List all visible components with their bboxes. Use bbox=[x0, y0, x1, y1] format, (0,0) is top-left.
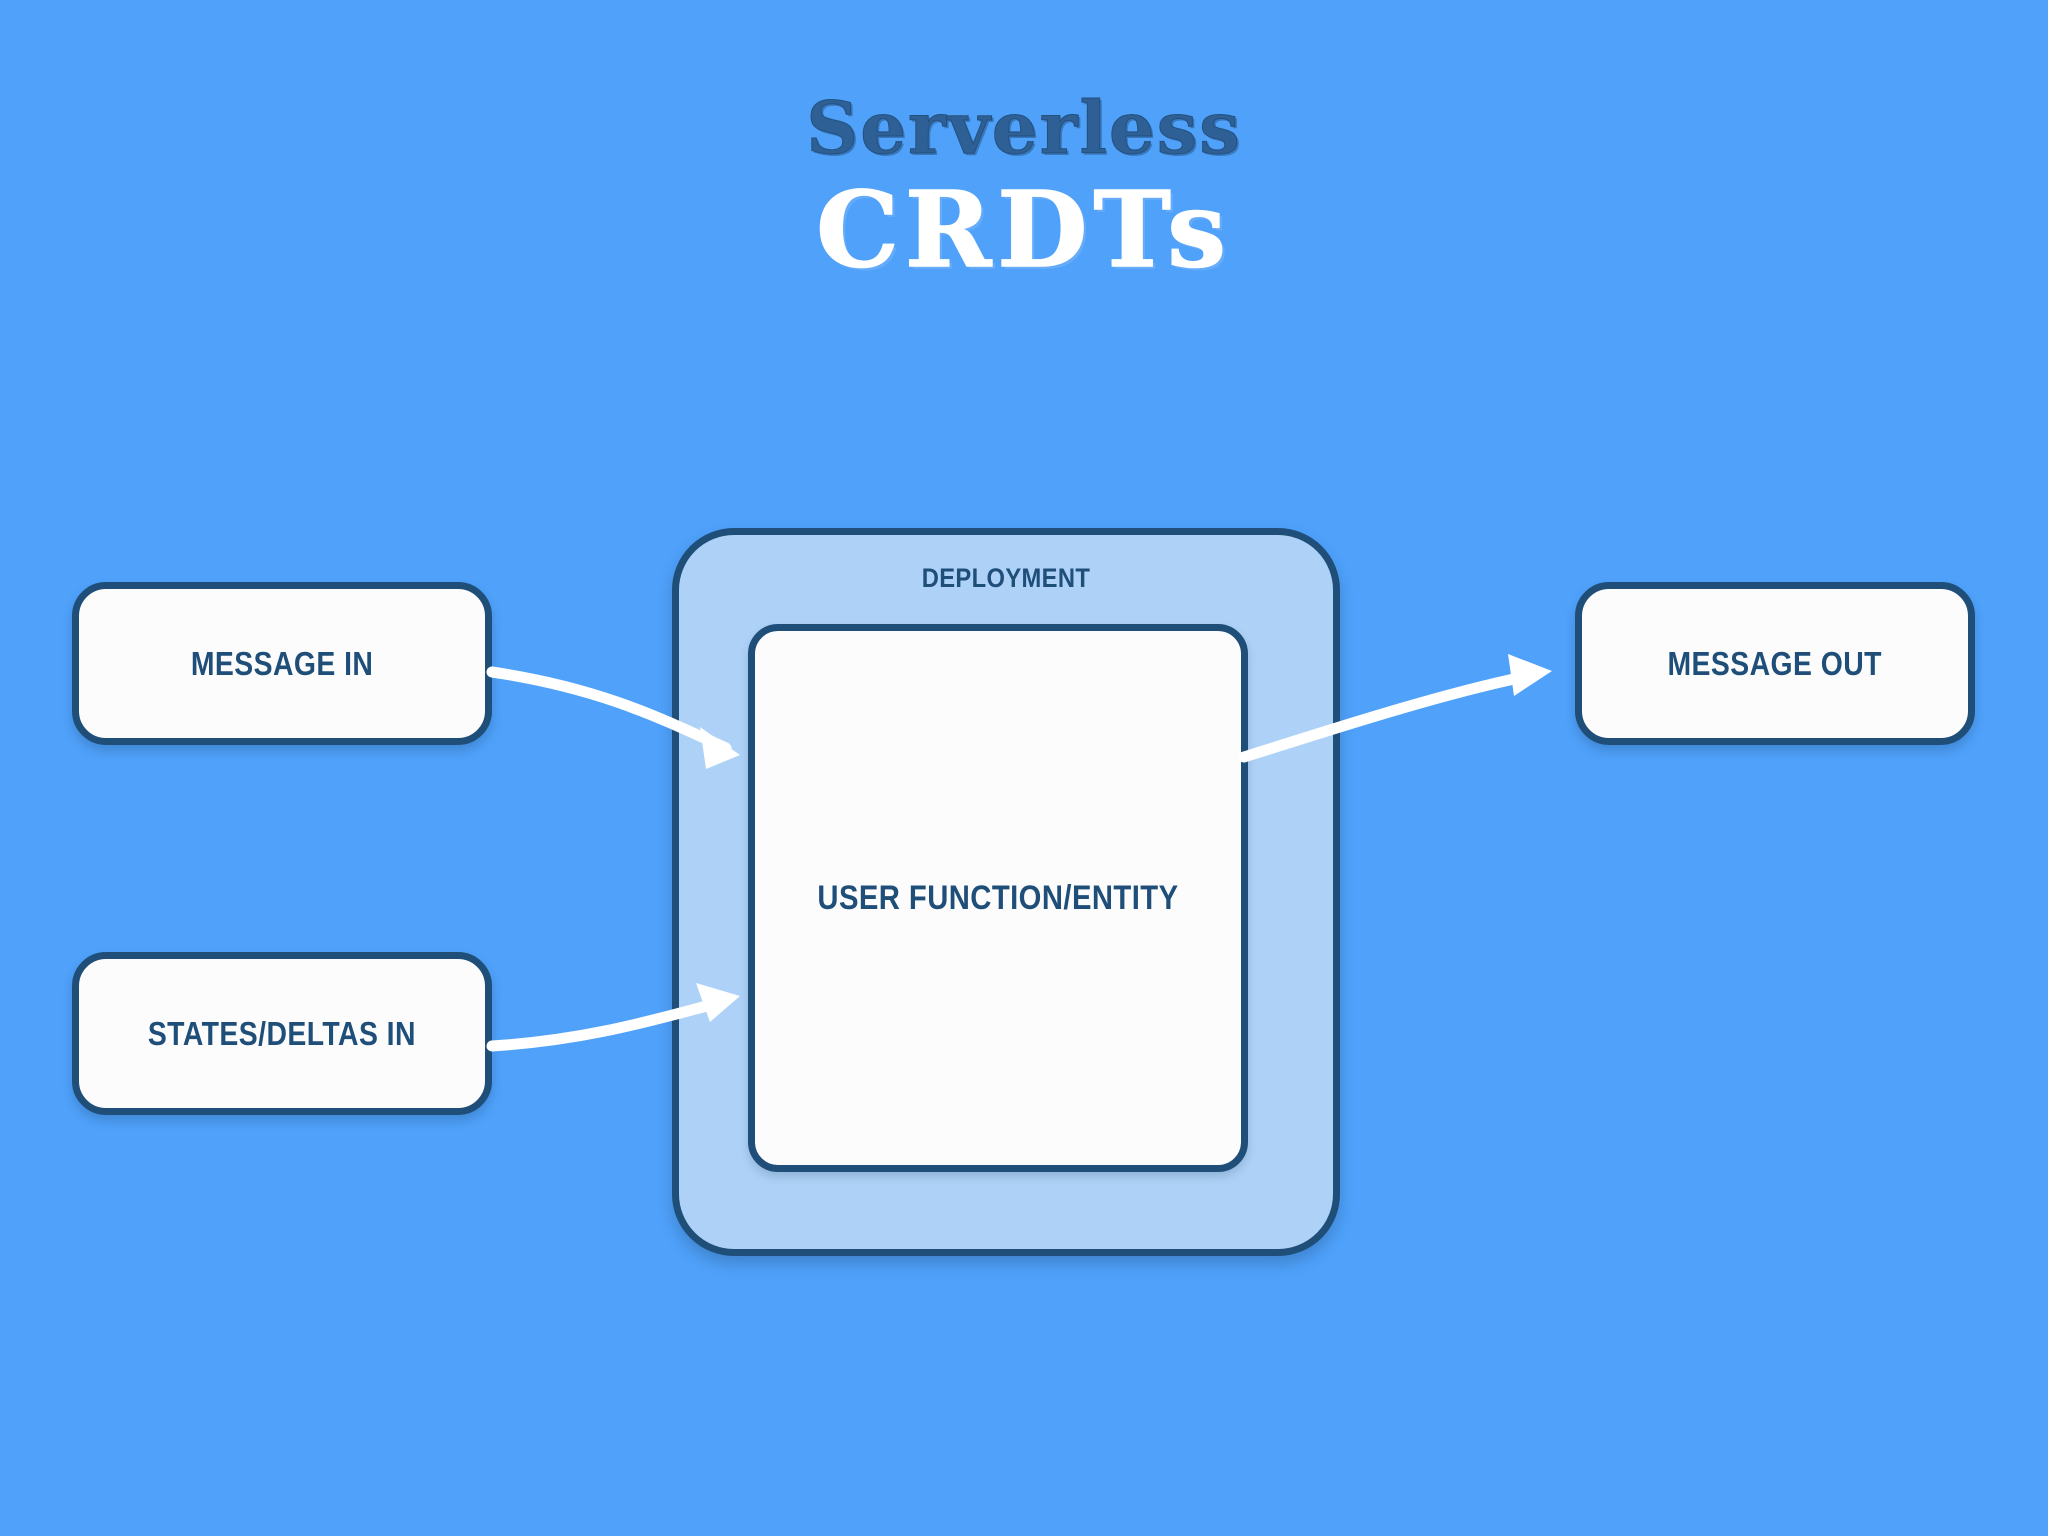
states-deltas-in-label: STATES/DELTAS IN bbox=[147, 1014, 417, 1052]
message-in-box[interactable]: MESSAGE IN bbox=[72, 582, 492, 745]
states-deltas-in-box[interactable]: STATES/DELTAS IN bbox=[72, 952, 492, 1115]
user-function-entity-label: USER FUNCTION/ENTITY bbox=[817, 878, 1179, 917]
message-out-label: MESSAGE OUT bbox=[1667, 644, 1883, 682]
deployment-label: DEPLOYMENT bbox=[921, 563, 1091, 593]
title-line-serverless: Serverless bbox=[0, 91, 2048, 164]
title-line-crdts: CRDTs bbox=[815, 168, 1232, 291]
message-out-box[interactable]: MESSAGE OUT bbox=[1575, 582, 1975, 745]
title-block: Serverless CRDTs bbox=[0, 91, 2048, 291]
user-function-entity-box[interactable]: USER FUNCTION/ENTITY bbox=[748, 624, 1248, 1172]
message-in-label: MESSAGE IN bbox=[190, 644, 374, 682]
